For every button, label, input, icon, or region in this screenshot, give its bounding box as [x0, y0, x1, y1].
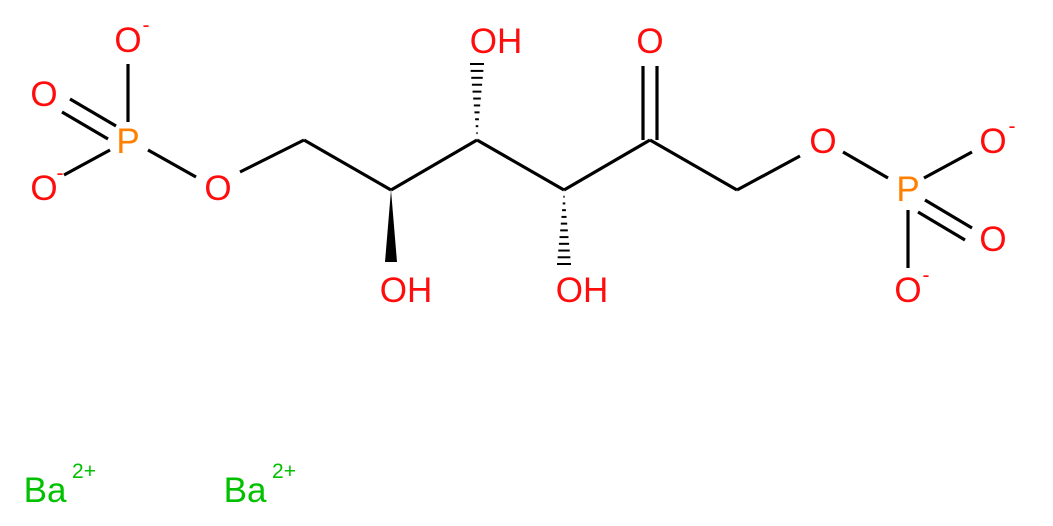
bonds	[61, 64, 973, 268]
atom-oh-c4: OH	[556, 271, 609, 310]
charge-o-minus-right-bottom: -	[923, 264, 930, 287]
atom-oh-c2: OH	[380, 271, 433, 310]
hash-c4-oh	[557, 195, 571, 265]
bond-p-right-o-double-a	[924, 198, 973, 230]
stereo-bonds	[385, 63, 571, 265]
atom-labels: O - O P O - O OH O OH OH O O - P O O - B…	[24, 14, 1016, 510]
bond-p-right-o-double-b	[917, 210, 966, 242]
bond-p-left-o-minus	[63, 148, 111, 177]
bond-c2-c3	[390, 138, 478, 192]
bond-o-ester-c1	[239, 138, 305, 174]
bond-c1-c2	[303, 138, 392, 192]
atom-p-right: P	[896, 170, 919, 209]
charge-o-minus-top: -	[143, 14, 150, 37]
charge-o-minus-right-top: -	[1009, 115, 1016, 138]
atom-ba-2: Ba	[224, 471, 267, 510]
bond-c3-c4	[476, 138, 565, 192]
atom-o-minus-top: O	[114, 21, 141, 60]
atom-o-minus-right-bottom: O	[894, 271, 921, 310]
hash-c3-oh	[470, 63, 484, 135]
wedge-c2-oh	[385, 190, 397, 262]
atom-o-minus-left: O	[30, 169, 57, 208]
atom-o-double-right: O	[979, 220, 1006, 259]
atom-o-double-left: O	[30, 75, 57, 114]
bond-o-ester-p-right	[842, 150, 889, 180]
atom-oh-c3: OH	[470, 22, 523, 61]
charge-o-minus-left: -	[57, 162, 64, 185]
atom-o-ester-right: O	[809, 122, 836, 161]
atom-o-ester-left: O	[204, 169, 231, 208]
atom-ba-1: Ba	[24, 471, 67, 510]
charge-ba-1: 2+	[72, 460, 96, 483]
bond-c4-c5	[563, 138, 651, 192]
bond-c6-o-ester	[736, 154, 801, 192]
atom-p-left: P	[116, 122, 139, 161]
bond-p-left-o-double-a	[61, 110, 109, 141]
atom-o-keto: O	[636, 22, 663, 61]
bond-p-left-o-ester	[147, 148, 197, 179]
atom-o-minus-right-top: O	[979, 122, 1006, 161]
bond-c5-c6	[649, 138, 738, 192]
bond-p-right-o-minus-top	[923, 150, 973, 180]
charge-ba-2: 2+	[272, 460, 296, 483]
bond-p-left-o-double-b	[69, 97, 117, 128]
